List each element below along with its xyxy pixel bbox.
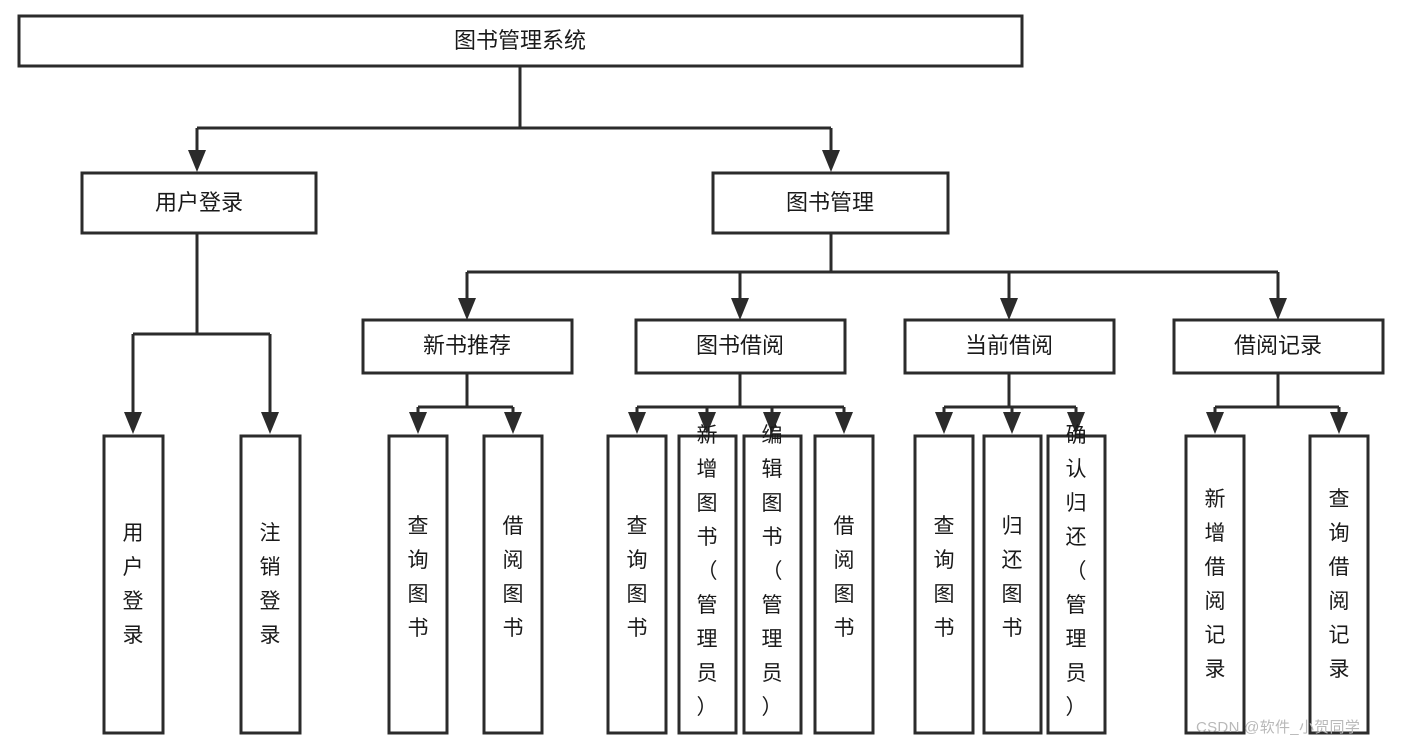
user-login-box[interactable] (80, 171, 318, 235)
leaf-label: 用户登录 (123, 522, 144, 647)
arrow-head-new-book (458, 298, 476, 320)
leaf-box[interactable] (813, 434, 875, 735)
arrow-head-current-borrow-leaf-1 (1003, 412, 1021, 434)
leaf-box[interactable] (913, 434, 975, 735)
leaf-box[interactable] (482, 434, 544, 735)
leaf-label: 查询图书 (934, 515, 955, 640)
arrow-head-new-book-leaf-0 (409, 412, 427, 434)
node-user-login[interactable]: 用户登录 (80, 171, 318, 235)
arrow-head-book-manage (822, 150, 840, 172)
leaf-new-book-1[interactable]: 借阅图书 (482, 434, 544, 735)
leaf-box[interactable] (606, 434, 668, 735)
leaf-label: 新增图书（管理员） (697, 424, 718, 719)
leaf-borrow-record-1[interactable]: 查询借阅记录 (1308, 434, 1370, 735)
leaf-book-borrow-0[interactable]: 查询图书 (606, 434, 668, 735)
current-borrow-box[interactable] (903, 318, 1116, 375)
leaf-user-login-1[interactable]: 注销登录 (239, 434, 302, 735)
arrow-head-borrow-record-leaf-1 (1330, 412, 1348, 434)
leaf-book-borrow-2[interactable]: 编辑图书（管理员） (742, 424, 803, 735)
leaf-label: 注销登录 (260, 522, 281, 647)
leaf-label: 查询图书 (627, 515, 648, 640)
leaf-box[interactable] (239, 434, 302, 735)
borrow-record-box[interactable] (1172, 318, 1385, 375)
leaf-current-borrow-0[interactable]: 查询图书 (913, 434, 975, 735)
leaf-current-borrow-1[interactable]: 归还图书 (982, 434, 1043, 735)
arrow-head-new-book-leaf-1 (504, 412, 522, 434)
root-label: 图书管理系统 (454, 28, 586, 53)
leaf-label: 查询借阅记录 (1329, 488, 1350, 681)
node-borrow-record[interactable]: 借阅记录 (1172, 318, 1385, 375)
leaf-box[interactable] (1184, 434, 1246, 735)
connector-layer (124, 66, 1348, 434)
leaf-box[interactable] (742, 434, 803, 735)
leaf-label: 借阅图书 (503, 515, 524, 640)
node-root[interactable]: 图书管理系统 (17, 14, 1024, 68)
node-new-book-recommend[interactable]: 新书推荐 (361, 318, 574, 375)
arrow-head-current-borrow-leaf-0 (935, 412, 953, 434)
leaf-current-borrow-2[interactable]: 确认归还（管理员） (1046, 424, 1107, 735)
leaf-label: 归还图书 (1002, 515, 1023, 640)
leaf-book-borrow-3[interactable]: 借阅图书 (813, 434, 875, 735)
current-borrow-label: 当前借阅 (965, 333, 1053, 358)
user-login-label: 用户登录 (155, 190, 243, 215)
leaf-label: 查询图书 (408, 515, 429, 640)
leaf-label: 确认归还（管理员） (1066, 424, 1087, 719)
node-book-borrow[interactable]: 图书借阅 (634, 318, 847, 375)
arrow-head-borrow-record-leaf-0 (1206, 412, 1224, 434)
book-manage-label: 图书管理 (786, 190, 874, 215)
leaf-borrow-record-0[interactable]: 新增借阅记录 (1184, 434, 1246, 735)
leaf-label: 编辑图书（管理员） (762, 424, 783, 719)
arrow-head-current-borrow (1000, 298, 1018, 320)
arrow-head-borrow-record (1269, 298, 1287, 320)
new-book-recommend-label: 新书推荐 (423, 333, 511, 358)
leaf-box[interactable] (677, 434, 738, 735)
leaf-box[interactable] (102, 434, 165, 735)
arrow-head-book-borrow-leaf-3 (835, 412, 853, 434)
arrow-head-user-login-leaf-0 (124, 412, 142, 434)
leaf-box[interactable] (1308, 434, 1370, 735)
leaf-label: 新增借阅记录 (1205, 488, 1226, 681)
leaf-box[interactable] (982, 434, 1043, 735)
book-manage-box[interactable] (711, 171, 950, 235)
leaf-box[interactable] (387, 434, 449, 735)
arrow-head-book-borrow (731, 298, 749, 320)
leaf-new-book-0[interactable]: 查询图书 (387, 434, 449, 735)
leaf-label: 借阅图书 (834, 515, 855, 640)
arrow-head-user-login (188, 150, 206, 172)
arrow-head-book-borrow-leaf-0 (628, 412, 646, 434)
leaf-book-borrow-1[interactable]: 新增图书（管理员） (677, 424, 738, 735)
book-borrow-label: 图书借阅 (696, 333, 784, 358)
book-borrow-box[interactable] (634, 318, 847, 375)
node-book-manage[interactable]: 图书管理 (711, 171, 950, 235)
arrow-head-user-login-leaf-1 (261, 412, 279, 434)
borrow-record-label: 借阅记录 (1234, 333, 1322, 358)
root-box[interactable] (17, 14, 1024, 68)
new-book-recommend-box[interactable] (361, 318, 574, 375)
leaf-box[interactable] (1046, 434, 1107, 735)
node-current-borrow[interactable]: 当前借阅 (903, 318, 1116, 375)
leaf-user-login-0[interactable]: 用户登录 (102, 434, 165, 735)
